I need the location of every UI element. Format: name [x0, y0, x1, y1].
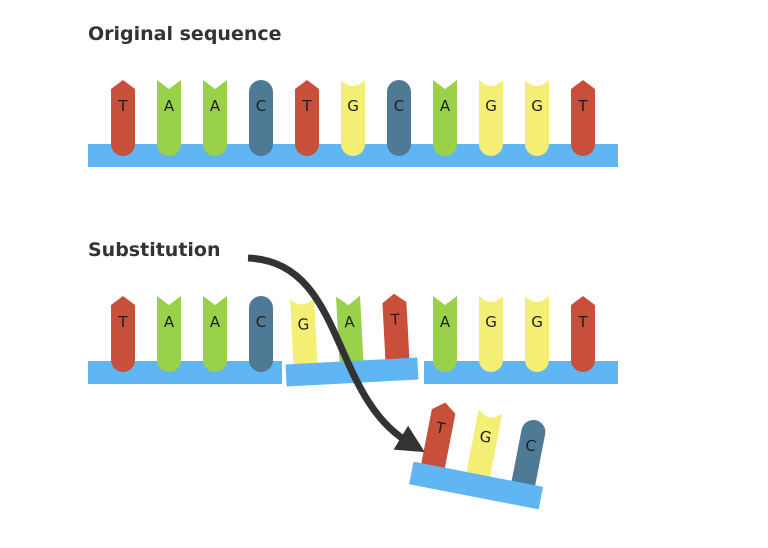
- original-base-2-shape: [157, 80, 181, 156]
- substituted-base-1: T: [111, 296, 135, 372]
- original-base-8-label: A: [440, 97, 451, 115]
- removed-fragment-backbone: [409, 461, 544, 510]
- original-base-3-label: A: [210, 97, 221, 115]
- substituted-base-1-shape: [111, 296, 135, 372]
- substituted-base-4-shape: [249, 296, 273, 372]
- substituted-base-3: A: [203, 296, 227, 372]
- original-base-10-shape: [525, 80, 549, 156]
- substituted-base-8: A: [433, 296, 457, 372]
- original-base-8-shape: [433, 80, 457, 156]
- substituted-base-4: C: [249, 296, 273, 372]
- original-base-6-shape: [341, 80, 365, 156]
- original-base-5-label: T: [301, 97, 312, 115]
- original-base-9-label: G: [485, 97, 497, 115]
- removed-base-3-label: C: [524, 436, 538, 456]
- original-base-7-shape: [387, 80, 411, 156]
- removed-base-1-label: T: [433, 418, 447, 438]
- removed-base-2: G: [466, 409, 503, 487]
- substituted-base-8-shape: [433, 296, 457, 372]
- substituted-base-2-shape: [157, 296, 181, 372]
- substituted-base-4-label: C: [256, 313, 266, 331]
- substituted-base-10: G: [525, 296, 549, 372]
- removed-base-2-label: G: [478, 427, 493, 447]
- original-base-8: A: [433, 80, 457, 156]
- substitution-arrow: [247, 254, 425, 453]
- substituted-base-2-label: A: [164, 313, 175, 331]
- removed-base-2-shape: [466, 409, 503, 487]
- substituted-base-8-label: A: [440, 313, 451, 331]
- original-base-3-shape: [203, 80, 227, 156]
- original-base-9: G: [479, 80, 503, 156]
- substituted-base-7-label: T: [389, 310, 401, 329]
- substituted-base-9-shape: [479, 296, 503, 372]
- substituted-base-7: T: [382, 293, 410, 370]
- left-backbone-segment: [88, 361, 282, 384]
- original-base-1-shape: [111, 80, 135, 156]
- original-base-4: C: [249, 80, 273, 156]
- removed-base-3-shape: [511, 419, 546, 495]
- substituted-base-1-label: T: [117, 313, 128, 331]
- original-base-6-label: G: [347, 97, 359, 115]
- original-base-11-shape: [571, 80, 595, 156]
- original-base-10-label: G: [531, 97, 543, 115]
- substituted-base-5: G: [290, 297, 318, 375]
- original-base-1: T: [111, 80, 135, 156]
- substituted-base-3-label: A: [210, 313, 221, 331]
- substituted-base-11: T: [571, 296, 595, 372]
- substituted-base-5-shape: [290, 297, 318, 375]
- original-base-10: G: [525, 80, 549, 156]
- original-base-11: T: [571, 80, 595, 156]
- substituted-base-10-shape: [525, 296, 549, 372]
- original-base-7-label: C: [394, 97, 404, 115]
- removed-base-3: C: [511, 419, 546, 495]
- original-sequence-heading: Original sequence: [88, 23, 282, 45]
- substituted-base-6-label: A: [344, 313, 356, 332]
- original-base-5: T: [295, 80, 319, 156]
- original-base-4-label: C: [256, 97, 266, 115]
- substituted-base-11-shape: [571, 296, 595, 372]
- substituted-base-3-shape: [203, 296, 227, 372]
- original-base-3: A: [203, 80, 227, 156]
- substituted-base-5-label: G: [297, 315, 310, 334]
- original-base-11-label: T: [577, 97, 588, 115]
- original-base-1-label: T: [117, 97, 128, 115]
- original-base-5-shape: [295, 80, 319, 156]
- original-base-2-label: A: [164, 97, 175, 115]
- substituted-base-10-label: G: [531, 313, 543, 331]
- original-base-7: C: [387, 80, 411, 156]
- original-base-2: A: [157, 80, 181, 156]
- substituted-base-2: A: [157, 296, 181, 372]
- substituted-base-9: G: [479, 296, 503, 372]
- removed-base-1-shape: [421, 402, 456, 478]
- original-base-4-shape: [249, 80, 273, 156]
- right-backbone-segment: [424, 361, 618, 384]
- original-base-9-shape: [479, 80, 503, 156]
- original-base-6: G: [341, 80, 365, 156]
- removed-base-1: T: [421, 402, 456, 478]
- substituted-base-9-label: G: [485, 313, 497, 331]
- substituted-base-7-shape: [382, 293, 410, 370]
- substituted-base-11-label: T: [577, 313, 588, 331]
- substitution-heading: Substitution: [88, 239, 221, 261]
